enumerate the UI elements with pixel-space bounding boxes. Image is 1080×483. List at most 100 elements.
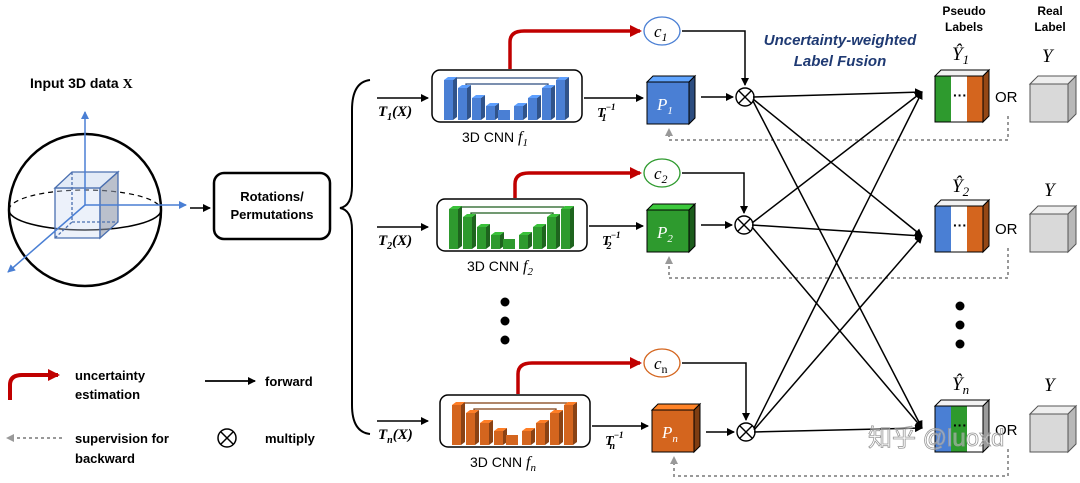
input-block: Input 3D data X [7,75,187,288]
svg-text:Real: Real [1037,4,1062,18]
svg-text:Pseudo: Pseudo [942,4,985,18]
svg-text:Label: Label [1034,20,1065,34]
rotation-box: Rotations/ Permutations [212,171,332,241]
real-label-symbol: Y [1044,180,1057,201]
uncertainty-arrow [513,167,642,198]
legend-forward-label: forward [265,374,313,389]
fusion-line [752,88,923,98]
uncertainty-label: cn [654,354,668,376]
prediction-cube [650,402,702,454]
pseudo-labels-header: Pseudo Labels [942,4,985,34]
fusion-line [752,98,923,237]
pseudo-label-symbol: Ŷn [952,373,969,397]
prediction-label: P2 [656,223,673,245]
legend-uncertainty-line2: estimation [75,387,140,402]
weight-arrow [682,172,748,214]
fusion-line [751,226,923,429]
legend-uncertainty-arrow [8,369,60,400]
real-label-cube [1028,404,1078,454]
transform-label: T1(X) [378,104,412,123]
legend-uncertainty-line1: uncertainty [75,368,146,383]
fusion-line [751,91,923,224]
legend: uncertainty estimation forward supervisi… [6,368,316,466]
pseudo-ellipsis: ··· [953,217,967,233]
prediction-cube [645,74,697,126]
label-rows: Ŷ1 ··· OR Y Ŷ2 ··· OR Y Ŷn ··· OR Y [933,43,1078,454]
label-row-1: Ŷ1 ··· OR Y [933,43,1078,124]
legend-supervision-line2: backward [75,451,135,466]
pseudo-label-symbol: Ŷ2 [952,175,970,199]
fusion-connections [751,88,923,433]
uncertainty-node [643,16,681,46]
fusion-title: Uncertainty-weighted Label Fusion [764,32,917,70]
transform-label: T2(X) [378,233,412,252]
rotation-line1: Rotations/ [240,189,304,204]
uncertainty-node [643,158,681,188]
pseudo-ellipsis: ··· [953,87,967,103]
cnn-label: 3D CNN f2 [467,258,533,278]
fusion-line [753,235,923,431]
legend-supervision-line1: supervision for [75,431,169,446]
supervision-arrow [670,449,1009,477]
svg-text:Labels: Labels [945,20,983,34]
sphere-equator [8,209,162,231]
or-label: OR [995,89,1018,106]
cnn-label: 3D CNN f1 [462,129,528,149]
multiply-node [736,422,756,442]
or-label: OR [995,221,1018,238]
real-label-cube [1028,204,1078,254]
branch-ellipsis [500,297,510,345]
supervision-arrow [665,116,1009,141]
fusion-line [752,100,923,429]
uncertainty-label: c1 [654,22,668,44]
cnn-box [436,198,588,252]
fusion-line [753,424,923,433]
fusion-line [753,91,923,429]
label-row-2: Ŷ2 ··· OR Y [933,175,1078,254]
axis-y [7,204,86,273]
multiply-node [734,215,754,235]
watermark: 知乎 @luoxd [868,425,1004,452]
legend-multiply-label: multiply [265,431,316,446]
label-ellipsis [955,301,965,349]
pseudo-label-cube: ··· [933,398,991,454]
branch-brace [339,79,371,435]
pseudo-label-cube: ··· [933,68,991,124]
cnn-box [431,69,583,123]
fusion-title-line1: Uncertainty-weighted [764,32,917,49]
multiply-node [735,87,755,107]
supervision-arrow [665,248,1009,279]
fusion-title-line2: Label Fusion [794,53,887,70]
input-label: Input 3D data X [30,75,133,92]
real-label-symbol: Y [1044,375,1057,396]
pseudo-ellipsis: ··· [953,417,967,433]
cnn-box [439,394,591,448]
transform-label: Tn(X) [378,427,413,446]
real-label-cube [1028,74,1078,124]
label-row-3: Ŷn ··· OR Y [933,373,1078,454]
uncertainty-node [643,348,681,378]
prediction-cube [645,202,697,254]
rotation-line2: Permutations [230,207,313,222]
cnn-label: 3D CNN fn [470,454,536,474]
uncertainty-arrow [508,25,642,69]
legend-multiply-icon [217,428,237,448]
prediction-label: Pn [661,423,678,445]
real-label-header: Real Label [1034,4,1065,34]
real-label-symbol: Y [1042,46,1055,67]
prediction-label: P1 [656,95,673,117]
or-label: OR [995,422,1018,439]
uncertainty-arrow [516,357,642,394]
weight-arrow [682,30,749,86]
weight-arrow [682,362,750,421]
pseudo-label-symbol: Ŷ1 [952,43,969,67]
uncertainty-label: c2 [654,164,668,186]
